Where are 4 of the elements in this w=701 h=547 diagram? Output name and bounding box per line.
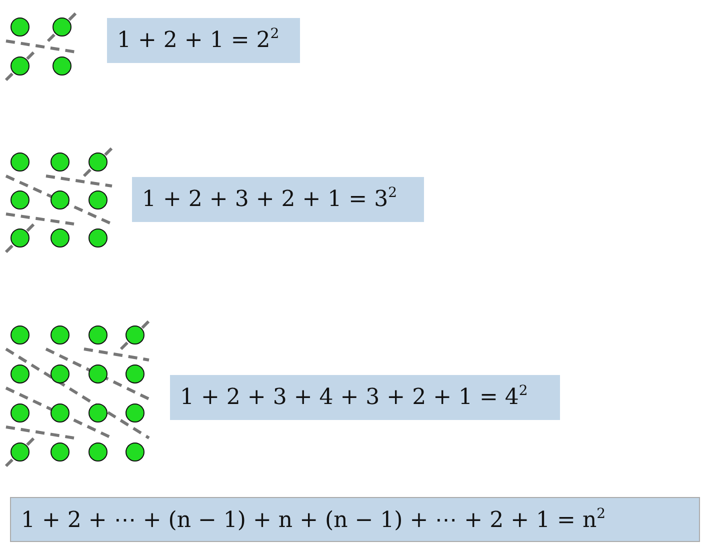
formula: 1 + 2 + 3 + 4 + 3 + 2 + 1 = 4$^{2}$ [170,375,560,420]
formula: 1 + 2 + 3 + 2 + 1 = 3$^{2}$ [132,177,424,222]
formula: 1 + 2 + ⋯ + (n − 1) + n + (n − 1) + ⋯ + 2 + 1 = n$^{2}$ [10,497,700,542]
formula: 1 + 2 + 1 = 2$^{2}$ [107,18,300,63]
